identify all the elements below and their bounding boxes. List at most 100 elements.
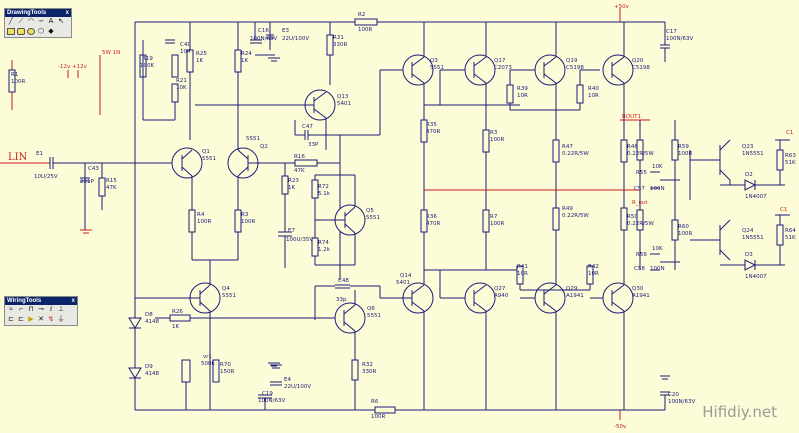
- r35-label: R35: [426, 122, 437, 128]
- r42-value: 10R: [588, 271, 599, 277]
- power-rails: [135, 8, 670, 420]
- arc-tool-icon[interactable]: ◠: [27, 18, 35, 25]
- ellipse-tool-icon[interactable]: [27, 28, 35, 36]
- close-icon[interactable]: x: [65, 10, 69, 16]
- e3-value: 22U/100V: [282, 36, 309, 42]
- r7-label: R7: [490, 214, 498, 220]
- rect-tool-icon[interactable]: [7, 28, 15, 36]
- r39-value: 10R: [517, 93, 528, 99]
- c17-label: C17: [666, 29, 677, 35]
- q24-value: 1N5551: [742, 235, 764, 241]
- r32-value: 330R: [362, 369, 376, 375]
- polyline-tool-icon[interactable]: ⟋: [18, 18, 24, 25]
- r70-label: R70: [220, 362, 231, 368]
- r49-label: R49: [562, 206, 573, 212]
- minus12-label: -12v: [58, 64, 71, 70]
- c16-value: 100N/63V: [250, 36, 277, 42]
- q2-value: 5551: [246, 136, 260, 142]
- bus-tool-icon[interactable]: ⌐: [18, 306, 24, 313]
- r21-value: 10K: [176, 85, 187, 91]
- polygon-tool-icon[interactable]: ⬡: [37, 28, 45, 35]
- q5-value: 5551: [366, 215, 380, 221]
- r15-value: 47K: [106, 185, 117, 191]
- drawing-tools-titlebar[interactable]: DrawingTools x: [5, 9, 71, 17]
- probe-tool-icon[interactable]: ↯: [48, 316, 54, 323]
- r19-value: 100K: [140, 63, 154, 69]
- r63-label: R63: [785, 153, 796, 159]
- r2-value: 100R: [358, 27, 372, 33]
- junction-tool-icon[interactable]: ⊸: [38, 306, 44, 313]
- c48-label: C48: [338, 278, 349, 284]
- q27-value: A940: [494, 293, 509, 299]
- q17-value: C2073: [494, 65, 512, 71]
- c1b-label: C1: [780, 207, 787, 213]
- r48-label: R48: [627, 144, 638, 150]
- q2-label: Q2: [260, 144, 268, 150]
- pointer-tool-icon[interactable]: ↖: [58, 18, 64, 25]
- c19-value: 100N/63V: [258, 398, 285, 404]
- r6-value: 100R: [371, 414, 385, 420]
- c20-value: 100N/63V: [668, 399, 695, 405]
- e1-value: 10U/25V: [34, 174, 58, 180]
- port-tool-icon[interactable]: ⅈ: [49, 306, 53, 313]
- lin-label: LIN: [8, 152, 28, 163]
- flag-tool-icon[interactable]: ▶: [28, 316, 34, 323]
- power-tool-icon[interactable]: ⊥: [57, 306, 65, 313]
- q6-value: 5551: [367, 313, 381, 319]
- drawing-tools-panel[interactable]: DrawingTools x ╱ ⟋ ◠ ∽ A ↖ ⬡ ◆: [4, 8, 72, 38]
- r3b-label: R3: [490, 130, 498, 136]
- close-icon[interactable]: x: [71, 298, 75, 304]
- d3-value: 1N4007: [745, 274, 767, 280]
- line-tool-icon[interactable]: ╱: [8, 18, 14, 25]
- c17-value: 100N/63V: [666, 36, 693, 42]
- r31-label: R31: [333, 35, 344, 41]
- d9-label: D9: [145, 364, 153, 370]
- q30-value: A1941: [632, 293, 650, 299]
- fill-tool-icon[interactable]: ◆: [48, 28, 54, 35]
- d2-label: D2: [745, 172, 753, 178]
- text-tool-icon[interactable]: A: [48, 18, 54, 25]
- wiring-tools-titlebar[interactable]: WiringTools x: [5, 297, 77, 305]
- c48-value: 33p: [336, 297, 347, 303]
- output-stage: [340, 22, 650, 410]
- r40-label: R40: [588, 86, 599, 92]
- r47-value: 0.22R/5W: [562, 151, 589, 157]
- label-tool-icon[interactable]: ⊓: [28, 306, 34, 313]
- noconnect-tool-icon[interactable]: ✕: [38, 316, 44, 323]
- q1-label: Q1: [202, 149, 210, 155]
- q30-label: Q30: [632, 286, 644, 292]
- d3-label: D3: [745, 252, 753, 258]
- r74-label: R74: [318, 240, 329, 246]
- r40-value: 10R: [588, 93, 599, 99]
- r36-label: R36: [426, 214, 437, 220]
- r74-value: 1.2k: [318, 247, 331, 253]
- d8-value: 4148: [145, 319, 159, 325]
- r60-label: R60: [678, 224, 689, 230]
- netlabel-tool-icon[interactable]: ⊏: [8, 316, 14, 323]
- wiring-tools-title: WiringTools: [7, 298, 42, 304]
- r50-value: 0.22R/5W: [627, 221, 654, 227]
- e4-label: E4: [284, 377, 291, 383]
- q3-label: Q3: [430, 58, 438, 64]
- q1-value: 5551: [202, 156, 216, 162]
- c40-label: C40: [180, 42, 191, 48]
- r3b-value: 100R: [490, 137, 504, 143]
- d2-value: 1N4007: [745, 194, 767, 200]
- q23-label: Q23: [742, 144, 754, 150]
- q29-value: A1941: [566, 293, 584, 299]
- curve-tool-icon[interactable]: ∽: [38, 18, 44, 25]
- rounded-rect-tool-icon[interactable]: [17, 28, 25, 36]
- node-tool-icon[interactable]: ⊏: [18, 316, 24, 323]
- wiring-tools-panel[interactable]: WiringTools x ≈ ⌐ ⊓ ⊸ ⅈ ⊥ ⊏ ⊏ ▶ ✕ ↯ ⏚: [4, 296, 78, 326]
- e1-label: E1: [36, 151, 43, 157]
- r42-label: R42: [588, 264, 599, 270]
- r72-value: 5.1k: [318, 191, 331, 197]
- c19-label: C19: [262, 391, 273, 397]
- ground-tool-icon[interactable]: ⏚: [57, 316, 65, 323]
- r41-value: 10R: [517, 271, 528, 277]
- wire-tool-icon[interactable]: ≈: [9, 306, 13, 313]
- r26-label: R26: [172, 309, 183, 315]
